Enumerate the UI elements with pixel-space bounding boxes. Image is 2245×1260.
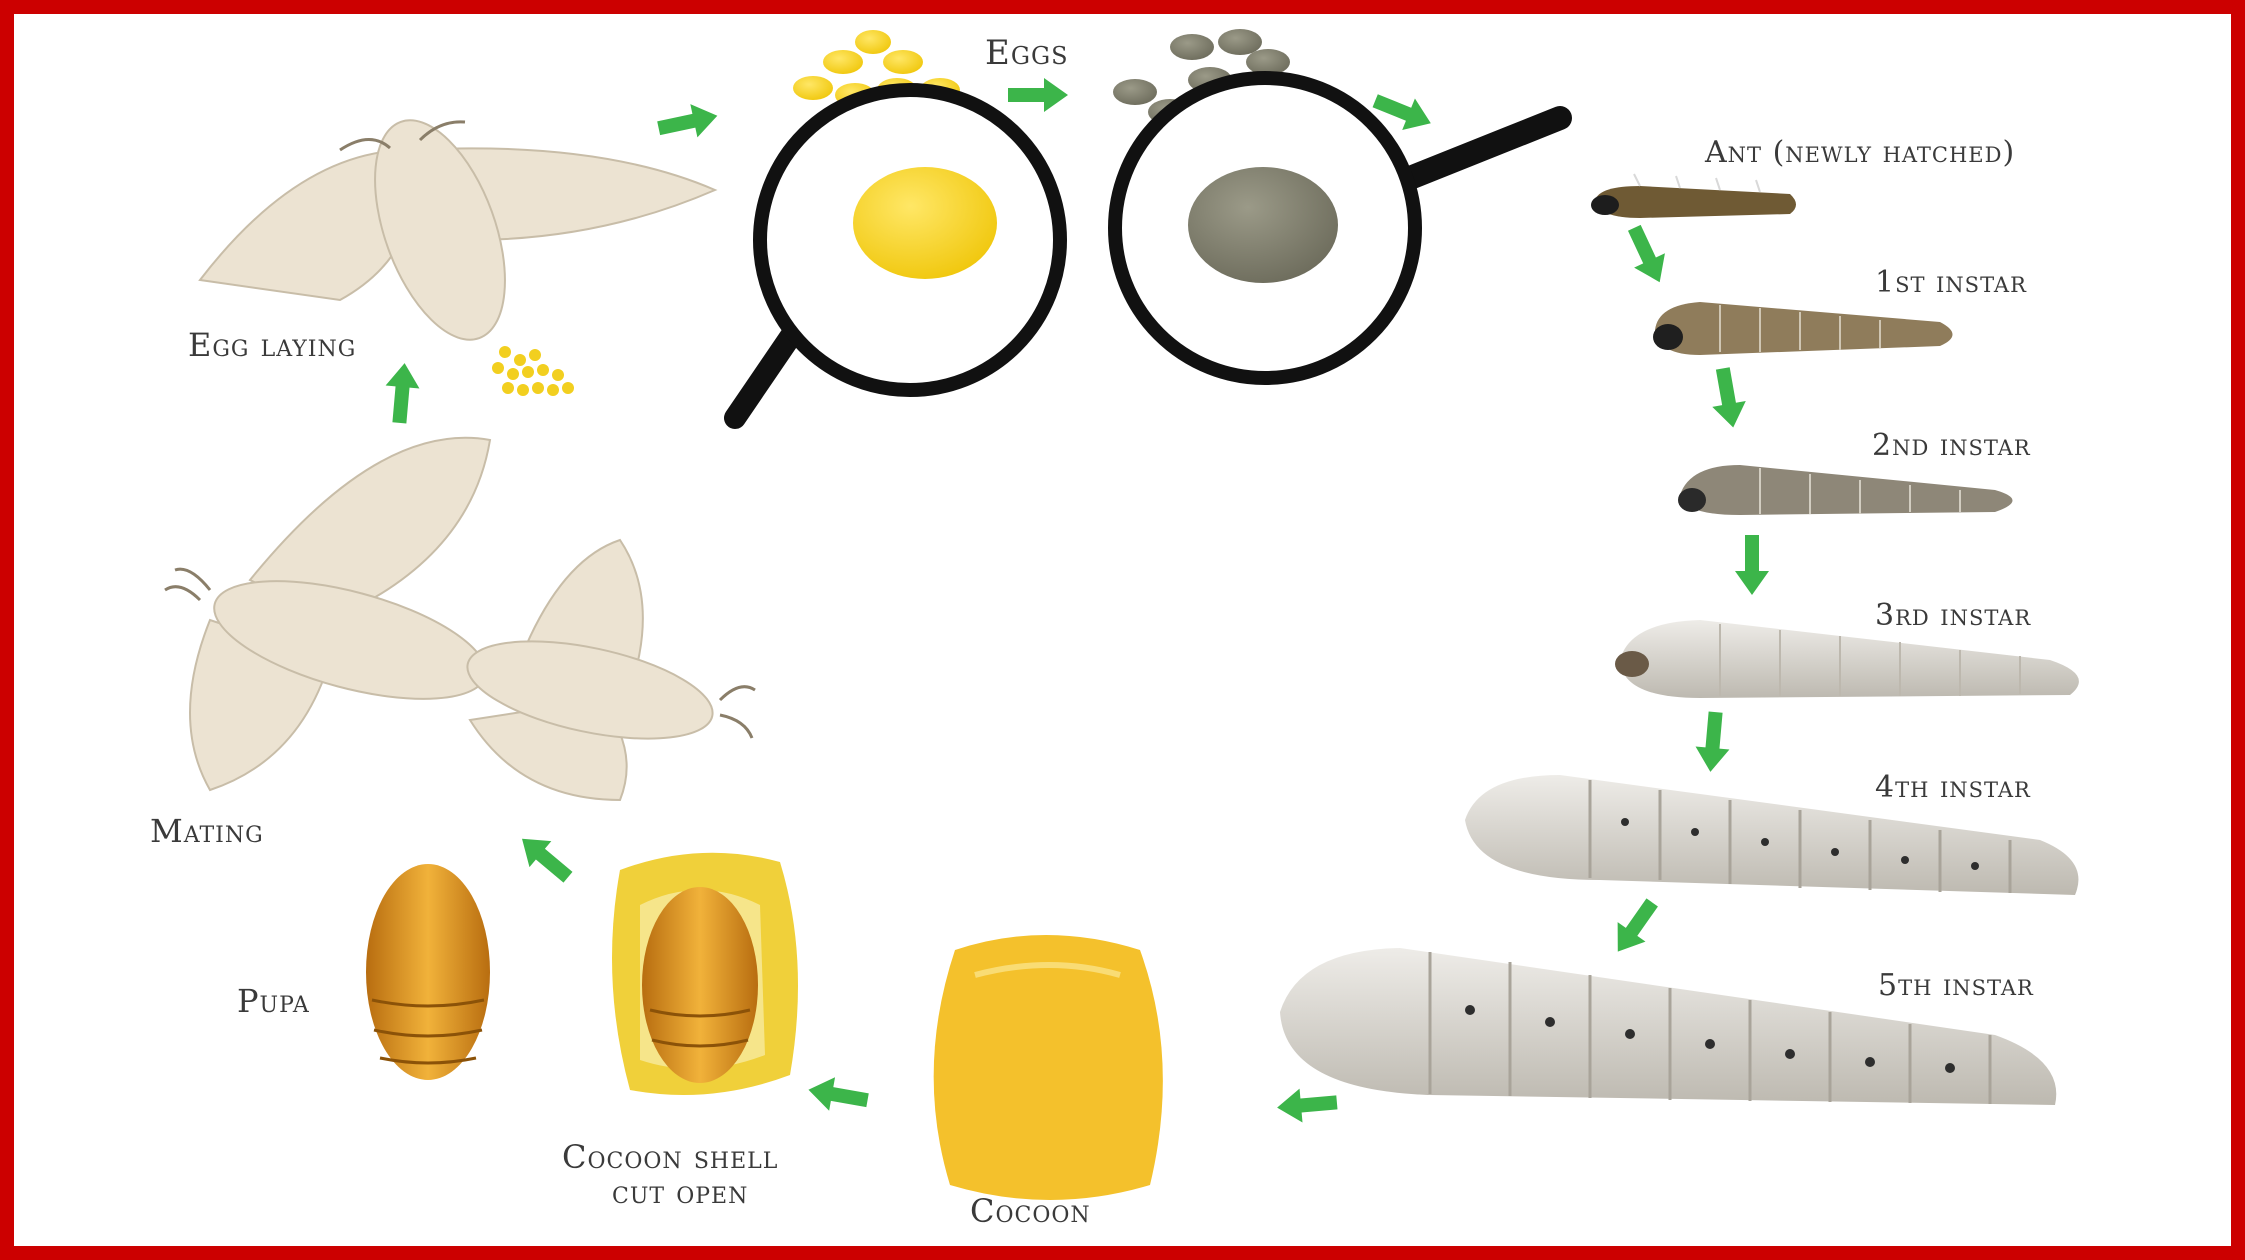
ant-label: Ant (newly hatched) [1704, 135, 2015, 170]
second-instar-larva [1678, 465, 2013, 515]
cocoon-shell-label-line1: Cocoon shell [562, 1138, 778, 1176]
cocoon-label: Cocoon [970, 1192, 1091, 1230]
newly-hatched-larva [1591, 174, 1796, 218]
cocoon [934, 935, 1163, 1200]
second-instar-label: 2nd instar [1872, 428, 2031, 463]
pupa [366, 864, 490, 1080]
arrow-instar4-to-instar5 [1604, 893, 1666, 962]
egg-laying-label: Egg laying [188, 326, 356, 364]
eggs-label: Eggs [985, 33, 1069, 73]
arrow-mating-to-egglaying [382, 362, 421, 425]
egg-laying-moth [200, 103, 715, 357]
mating-label: Mating [150, 812, 264, 850]
first-instar-larva [1653, 302, 1953, 355]
cocoon-shell-label-line2: cut open [612, 1173, 748, 1211]
arrow-ant-to-instar1 [1619, 221, 1675, 290]
first-instar-label: 1st instar [1875, 265, 2027, 300]
magnifier-grey-egg [1115, 78, 1560, 378]
arrow-cocoon-to-shell [806, 1073, 871, 1117]
cocoon-shell-cut-open [612, 853, 798, 1095]
arrow-egglaying-to-eggs [655, 99, 721, 145]
third-instar-label: 3rd instar [1875, 598, 2031, 633]
arrow-instar5-to-cocoon [1276, 1085, 1339, 1124]
fourth-instar-label: 4th instar [1875, 770, 2031, 805]
arrow-yellow-to-grey-eggs [1008, 78, 1068, 112]
arrow-instar2-to-instar3 [1735, 535, 1769, 595]
magnifier-yellow-egg [735, 90, 1060, 418]
arrow-instar1-to-instar2 [1706, 366, 1750, 431]
laid-eggs-cluster [492, 346, 574, 396]
fifth-instar-label: 5th instar [1878, 968, 2034, 1003]
silkworm-life-cycle-diagram: Eggs Ant (newly hatched) 1st instar [14, 14, 2231, 1246]
mating-moths [165, 438, 755, 800]
arrow-pupa-to-mating [511, 826, 579, 891]
pupa-label: Pupa [237, 982, 310, 1020]
arrow-instar3-to-instar4 [1693, 711, 1732, 774]
